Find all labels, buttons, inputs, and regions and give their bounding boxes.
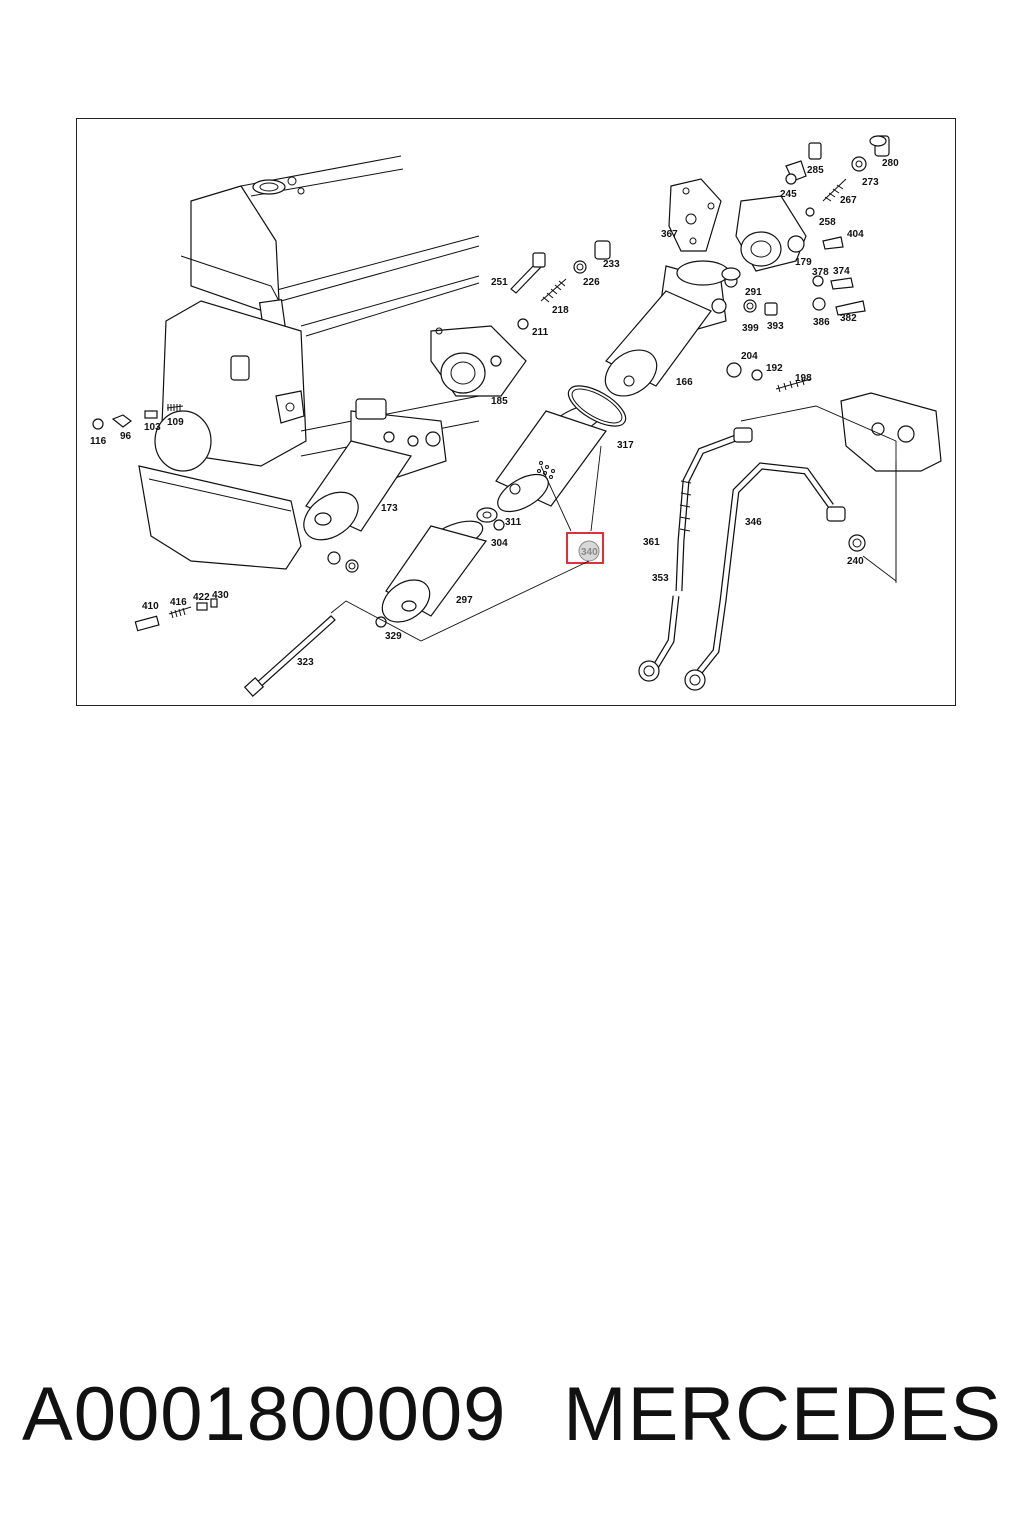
oil-filter-exploded-diagram: 340 [90,135,942,697]
label-393: 393 [767,321,784,332]
filter-head-185 [430,325,527,397]
label-422: 422 [193,592,210,603]
label-361: 361 [643,537,660,548]
filter-housing-166 [604,260,738,397]
label-297: 297 [456,595,473,606]
label-340: 340 [581,547,598,558]
label-258: 258 [819,217,836,228]
label-410: 410 [142,601,159,612]
label-109: 109 [167,417,184,428]
label-204: 204 [741,351,758,362]
product-caption: A0001800009 MERCEDES [0,1370,1024,1460]
label-192: 192 [766,363,783,374]
filter-bowl-297 [327,520,488,623]
leader-lines [330,405,897,642]
label-346: 346 [745,517,762,528]
brand-name: MERCEDES [563,1372,1002,1457]
label-218: 218 [552,305,569,316]
label-285: 285 [807,165,824,176]
label-304: 304 [491,538,508,549]
label-386: 386 [813,317,830,328]
label-267: 267 [840,195,857,206]
label-323: 323 [297,657,314,668]
label-273: 273 [862,177,879,188]
engine-block-drawing [138,155,480,570]
label-166: 166 [676,377,693,388]
label-317: 317 [617,440,634,451]
highlighted-part-340[interactable]: 340 [566,532,604,564]
small-fittings-left [92,404,218,632]
label-116: 116 [90,436,107,447]
label-374: 374 [833,266,850,277]
top-right-fittings [510,135,890,393]
label-226: 226 [583,277,600,288]
label-378: 378 [812,267,829,278]
parts-diagram-frame: 340 [76,118,956,706]
label-96: 96 [120,431,132,442]
label-173: 173 [381,503,398,514]
label-211: 211 [532,327,549,338]
label-404: 404 [847,229,864,240]
label-311: 311 [505,517,522,528]
part-labels: 280 285 273 245 267 258 404 367 233 226 … [90,158,899,668]
filter-element-311 [476,385,627,531]
label-353: 353 [652,573,669,584]
filter-housing-173 [303,398,447,541]
label-179: 179 [795,257,812,268]
label-291: 291 [745,287,762,298]
oil-cooler-lines [243,392,942,697]
label-185: 185 [491,396,508,407]
label-233: 233 [603,259,620,270]
label-367: 367 [661,229,678,240]
label-280: 280 [882,158,899,169]
part-number: A0001800009 [22,1372,507,1457]
label-382: 382 [840,313,857,324]
label-103: 103 [144,422,161,433]
label-399: 399 [742,323,759,334]
label-198: 198 [795,373,812,384]
label-251: 251 [491,277,508,288]
label-430: 430 [212,590,229,601]
label-240: 240 [847,556,864,567]
label-416: 416 [170,597,187,608]
label-245: 245 [780,189,797,200]
label-329: 329 [385,631,402,642]
